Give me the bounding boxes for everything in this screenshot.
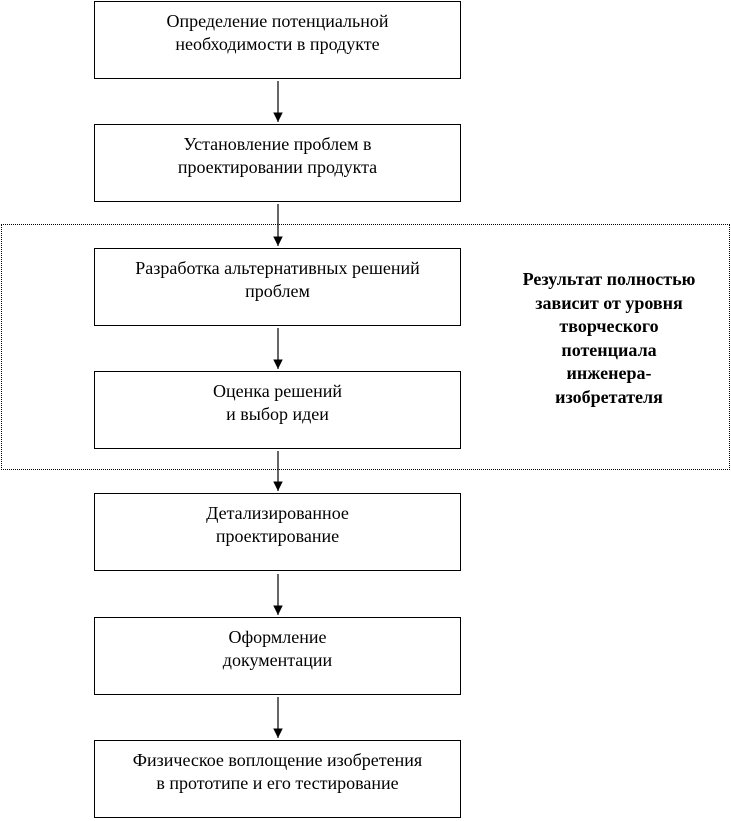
step-text-line: Физическое воплощение изобретения [132, 750, 423, 770]
step-text-line: Разработка альтернативных решений [135, 258, 420, 278]
step-text-line: Определение потенциальной [166, 11, 389, 31]
step-documentation: Оформление документации [94, 617, 461, 695]
step-develop-alternatives: Разработка альтернативных решений пробле… [94, 248, 461, 326]
note-text-line: изобретателя [555, 386, 663, 407]
step-text-line: Оформление [228, 627, 327, 647]
note-text-line: творческого [559, 316, 659, 336]
step-text-line: проблем [245, 281, 310, 301]
note-text-line: зависит от уровня [535, 292, 683, 313]
step-define-problems: Установление проблем в проектировании пр… [94, 124, 461, 202]
note-text-line: инженера- [566, 363, 652, 383]
step-text-line: необходимости в продукте [175, 34, 380, 54]
step-text-line: и выбор идеи [226, 404, 329, 424]
creative-potential-note: Результат полностью зависит от уровня тв… [500, 268, 718, 409]
step-text-line: Детализированное [206, 503, 349, 523]
step-prototype-testing: Физическое воплощение изобретения в прот… [94, 740, 461, 818]
step-text-line: Установление проблем в [183, 134, 372, 154]
step-text-line: документации [222, 650, 333, 670]
step-text-line: в прототипе и его тестирование [156, 773, 399, 793]
note-text-line: потенциала [561, 339, 657, 360]
step-text-line: проектирование [215, 526, 340, 546]
note-text-line: Результат полностью [522, 269, 696, 289]
step-evaluate-select: Оценка решений и выбор идеи [94, 371, 461, 449]
creative-potential-zone [1, 224, 730, 470]
step-identify-need: Определение потенциальной необходимости … [94, 1, 461, 79]
step-text-line: проектировании продукта [177, 157, 378, 177]
step-text-line: Оценка решений [213, 381, 342, 401]
step-detailed-design: Детализированное проектирование [94, 493, 461, 571]
